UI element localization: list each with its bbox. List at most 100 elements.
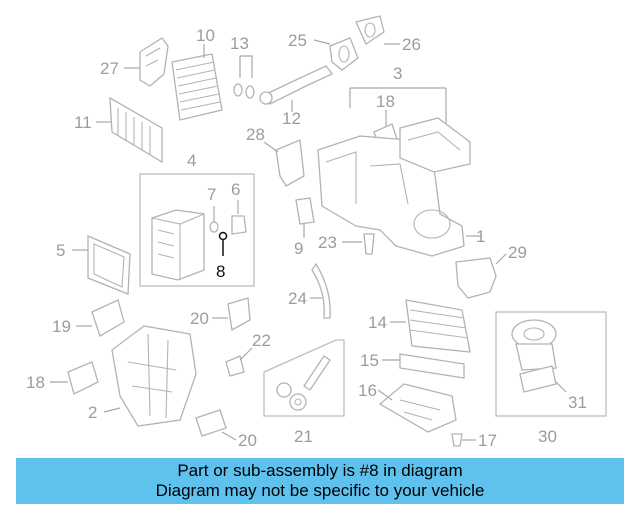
part-18-lower-actuator <box>50 361 99 395</box>
callout-15-label: 15 <box>360 351 379 370</box>
callout-10: 10 <box>196 26 215 45</box>
callout-19-label: 20 <box>238 431 257 450</box>
part-11-heater-core <box>96 96 163 164</box>
callout-12: 12 <box>282 109 301 128</box>
callout-20-label: 19 <box>52 317 71 336</box>
callout-31-label: 30 <box>538 427 557 446</box>
callout-17-label: 17 <box>478 431 497 450</box>
callout-3: 3 <box>393 64 402 83</box>
callout-10-label: 10 <box>196 26 215 45</box>
part-29-bracket <box>263 139 305 187</box>
part-28-bracket <box>124 37 169 87</box>
part-6-sensor <box>231 200 247 235</box>
callout-26-label: 25 <box>288 31 307 50</box>
part-26-gasket <box>313 37 359 71</box>
callout-6-label: 6 <box>231 180 240 199</box>
callout-3-label: 3 <box>393 64 402 83</box>
callout-26: 25 <box>288 31 307 50</box>
callout-19: 20 <box>238 431 257 450</box>
part-32-resistor <box>519 365 567 393</box>
part-15-seal-strip <box>382 353 465 379</box>
callout-20: 19 <box>52 317 71 336</box>
callout-4: 4 <box>187 151 196 170</box>
callout-1: 1 <box>476 227 485 246</box>
callout-27: 26 <box>402 35 421 54</box>
part-10-filter <box>171 44 223 121</box>
callout-4-label: 4 <box>187 151 196 170</box>
part-1-hvac-housing <box>317 117 482 257</box>
part-2-lower-housing <box>103 325 197 427</box>
callout-14: 14 <box>368 313 387 332</box>
callout-21-label: 20 <box>190 309 209 328</box>
callout-8-label: 8 <box>216 262 225 281</box>
callout-28: 27 <box>100 59 119 78</box>
part-14-filter-frame <box>390 299 471 353</box>
callout-29-label: 28 <box>246 125 265 144</box>
callout-2: 2 <box>88 403 97 422</box>
callout-25-label: 24 <box>288 289 307 308</box>
callout-22-label: 21 <box>294 427 313 446</box>
caption-banner: Part or sub-assembly is #8 in diagram Di… <box>16 458 624 504</box>
callout-13-label: 13 <box>230 34 249 53</box>
part-17-clip <box>451 433 476 447</box>
caption-line-part-number: Part or sub-assembly is #8 in diagram <box>177 461 463 480</box>
callout-31: 30 <box>538 427 557 446</box>
callout-16: 16 <box>358 381 377 400</box>
part-4-evaporator-assembly <box>139 173 255 287</box>
callout-29: 28 <box>246 125 265 144</box>
callout-9: 9 <box>294 239 303 258</box>
part-7-seal <box>209 206 219 233</box>
part-27-seal <box>355 15 400 45</box>
callout-11-label: 11 <box>74 113 92 132</box>
callout-30-label: 29 <box>508 243 527 262</box>
callout-6: 6 <box>231 180 240 199</box>
part-23-sensor <box>225 347 253 377</box>
callout-1-label: 1 <box>476 227 485 246</box>
caption-line-disclaimer: Diagram may not be specific to your vehi… <box>155 481 485 500</box>
parts-diagram: 4 7 6 8 10 27 11 13 <box>26 15 607 450</box>
part-31-blower-assembly <box>495 311 607 417</box>
callout-25: 24 <box>288 289 307 308</box>
callout-5: 5 <box>56 241 65 260</box>
callout-9-label: 9 <box>294 239 303 258</box>
callout-5-label: 5 <box>56 241 65 260</box>
callout-14-label: 14 <box>368 313 387 332</box>
part-8-o-ring-highlighted: 8 <box>216 231 228 281</box>
callout-13: 13 <box>230 34 249 53</box>
callout-28-label: 27 <box>100 59 119 78</box>
callout-17: 17 <box>478 431 497 450</box>
part-22-linkage-kit <box>263 339 345 417</box>
callout-12-label: 12 <box>282 109 301 128</box>
callout-15: 15 <box>360 351 379 370</box>
part-24-bolt <box>342 233 375 255</box>
part-19-motor <box>195 409 237 441</box>
callout-7: 7 <box>207 185 216 204</box>
part-21-bracket <box>212 297 251 332</box>
callout-2-label: 2 <box>88 403 97 422</box>
callout-18-upper: 18 <box>376 92 395 111</box>
callout-30: 29 <box>508 243 527 262</box>
callout-22: 21 <box>294 427 313 446</box>
callout-18-upper-label: 18 <box>376 92 395 111</box>
callout-23-label: 22 <box>252 331 271 350</box>
part-20-actuator <box>76 299 125 337</box>
part-9-sensor <box>295 197 315 238</box>
callout-18-lower-label: 18 <box>26 373 45 392</box>
callout-16-label: 16 <box>358 381 377 400</box>
part-13-seals <box>233 55 255 99</box>
part-16-cover <box>377 383 457 433</box>
part-12-ac-line <box>259 65 334 112</box>
callout-21: 20 <box>190 309 209 328</box>
callout-11: 11 <box>74 113 92 132</box>
callout-18-lower: 18 <box>26 373 45 392</box>
callout-24-label: 23 <box>318 233 337 252</box>
callout-32-label: 31 <box>568 393 587 412</box>
callout-27-label: 26 <box>402 35 421 54</box>
part-30-duct <box>455 253 507 299</box>
callout-7-label: 7 <box>207 185 216 204</box>
part-25-hose <box>310 262 331 319</box>
callout-24: 23 <box>318 233 337 252</box>
callout-32: 31 <box>568 393 587 412</box>
part-3-leader <box>349 87 447 128</box>
part-5-filter <box>72 235 131 295</box>
